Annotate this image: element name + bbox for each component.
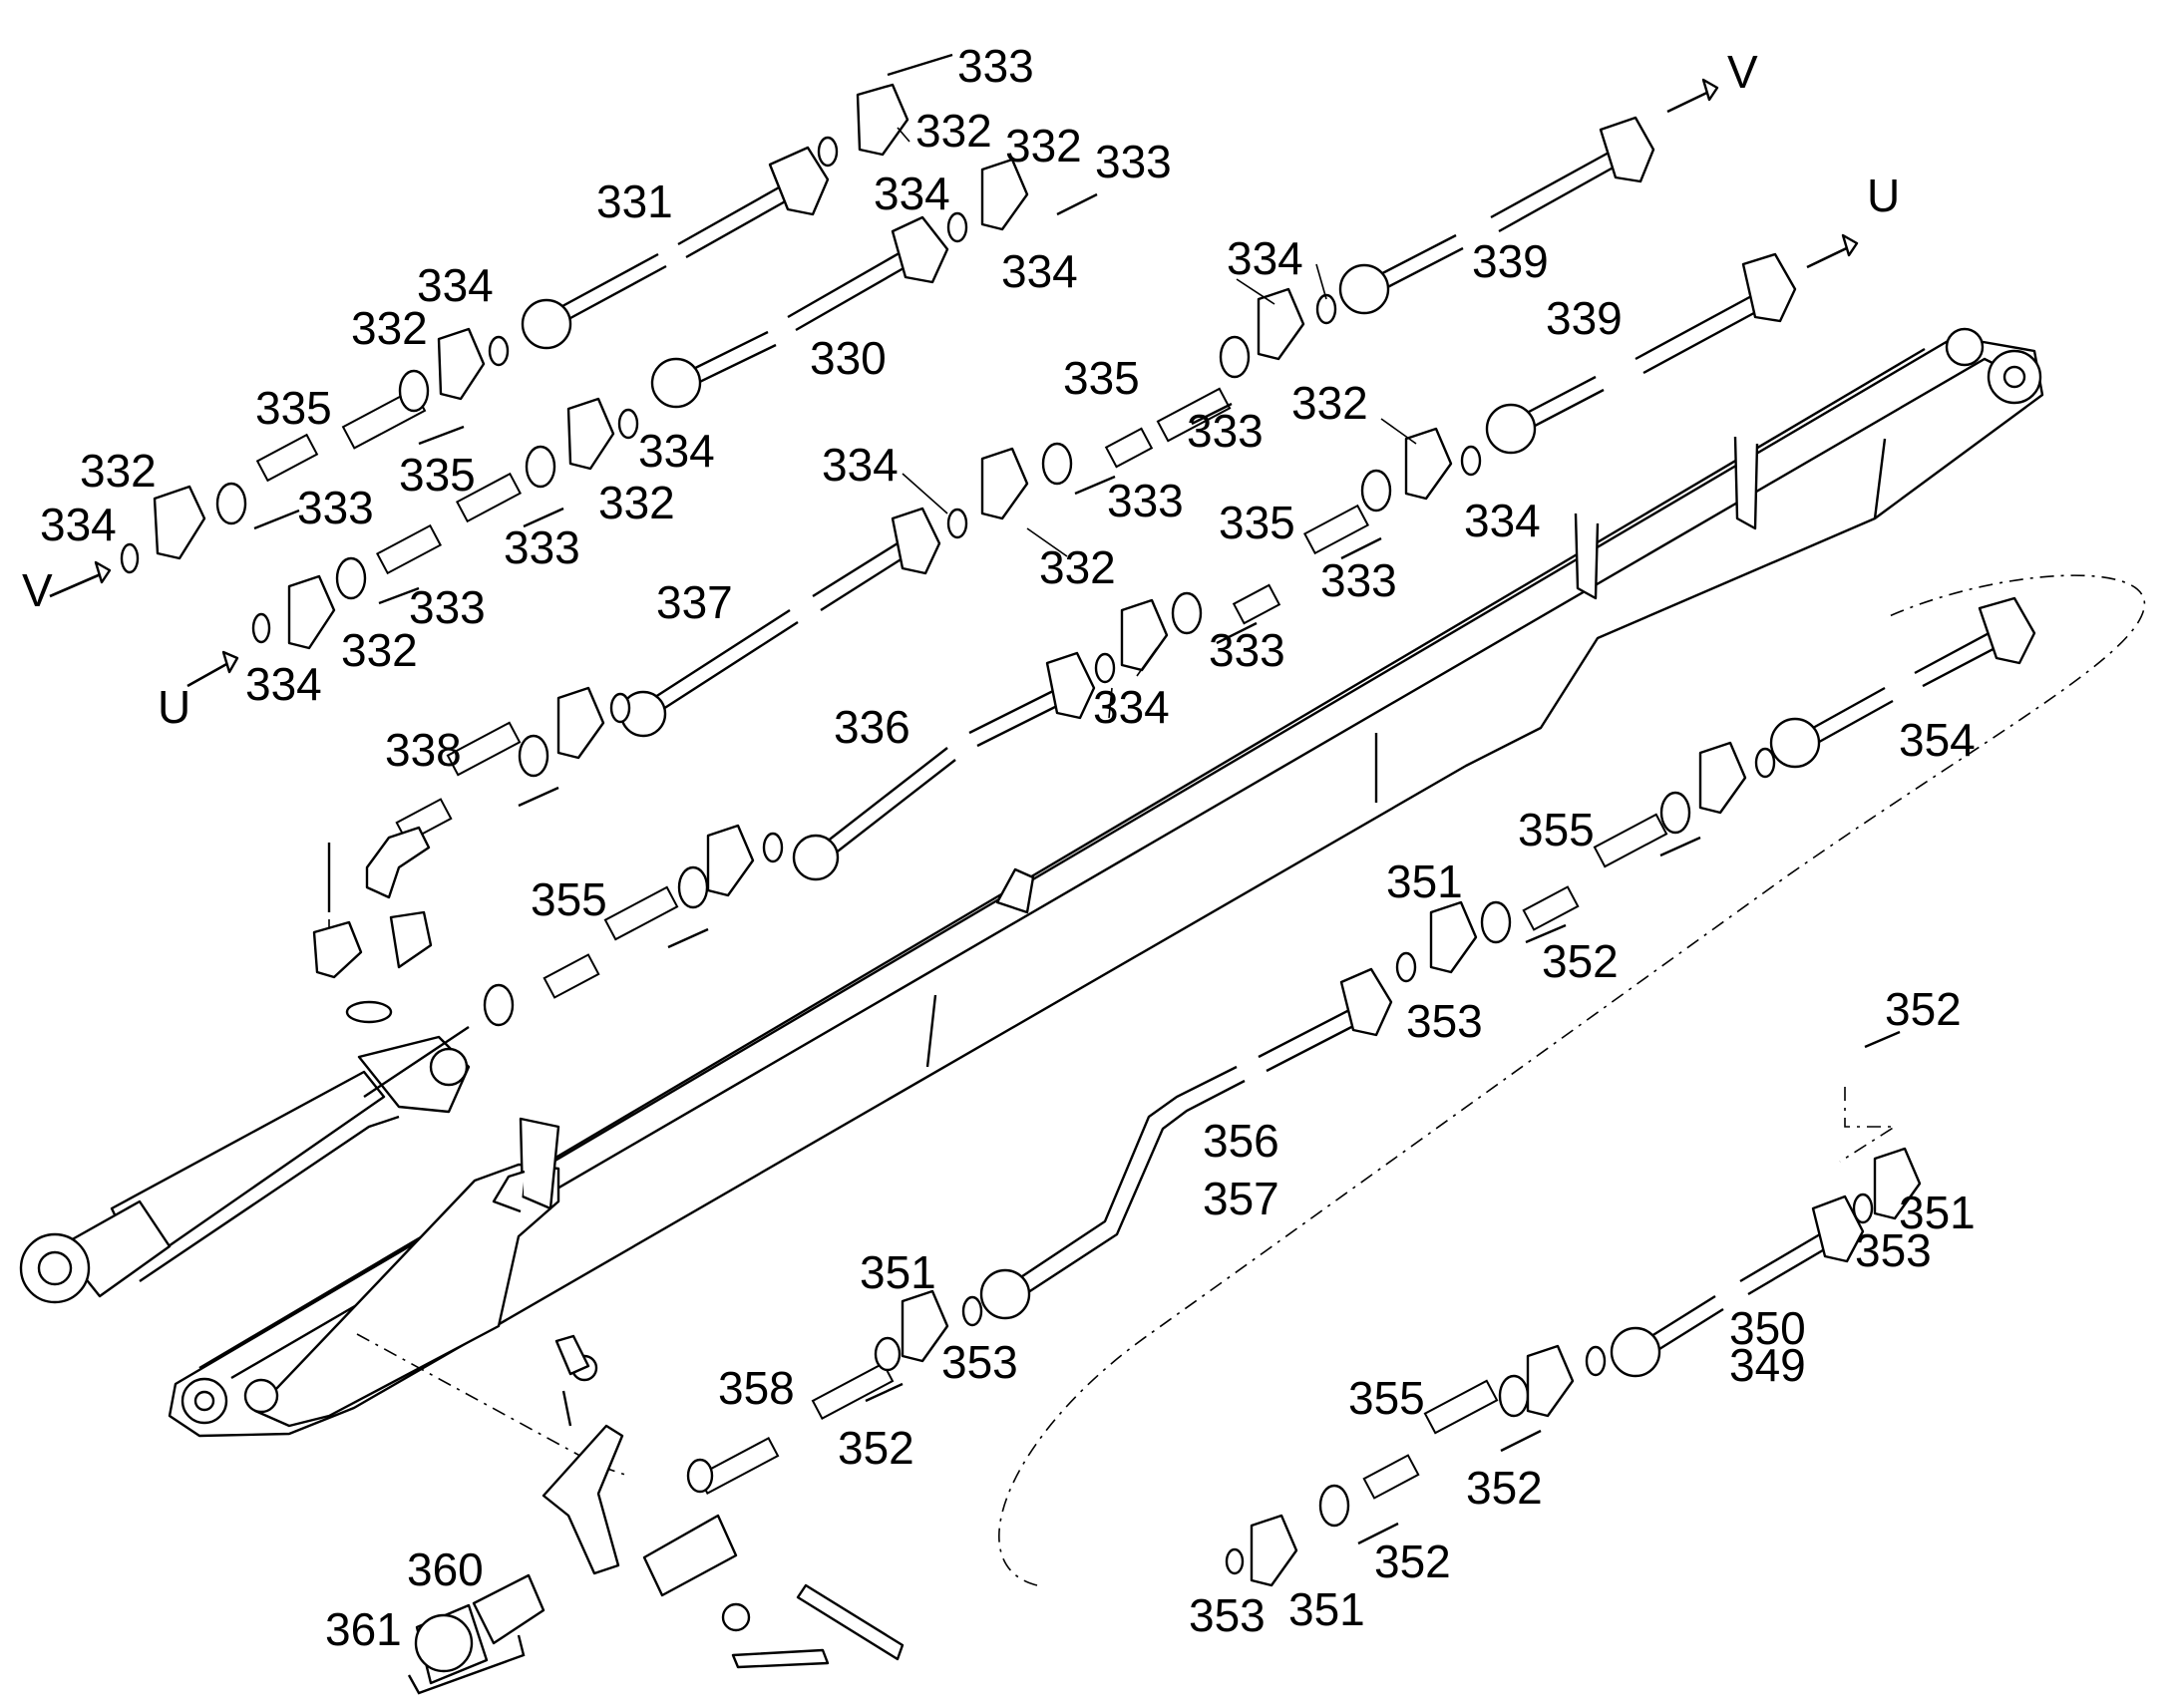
callout-label-334: 334 <box>1001 245 1078 297</box>
callout-label-332: 332 <box>351 302 428 354</box>
callout-label-333: 333 <box>1209 624 1285 676</box>
callout-label-353: 353 <box>1189 1589 1266 1641</box>
leader-lines <box>897 127 1417 719</box>
callout-label-353: 353 <box>941 1336 1018 1388</box>
callout-label-338: 338 <box>385 724 462 776</box>
callout-label-353: 353 <box>1855 1224 1932 1276</box>
callout-label-333: 333 <box>297 482 374 533</box>
hose-330 <box>650 215 949 409</box>
hose-356-357 <box>979 967 1393 1320</box>
callout-label-332: 332 <box>598 477 675 528</box>
callout-label-339: 339 <box>1472 235 1549 287</box>
callout-label-V: V <box>1727 46 1758 98</box>
callout-label-335: 335 <box>1063 352 1140 404</box>
callout-label-354: 354 <box>1899 714 1976 766</box>
callout-label-352: 352 <box>1466 1462 1543 1514</box>
callout-label-U: U <box>158 681 190 733</box>
callout-label-334: 334 <box>638 425 715 477</box>
leader-352-outline <box>1839 1087 1898 1163</box>
callout-label-352: 352 <box>1542 935 1619 987</box>
hose-337 <box>619 507 941 738</box>
callout-label-351: 351 <box>1899 1187 1976 1238</box>
callout-label-334: 334 <box>245 658 322 710</box>
callout-label-361: 361 <box>325 1603 402 1655</box>
callout-label-360: 360 <box>407 1543 484 1595</box>
callout-label-335: 335 <box>399 449 476 501</box>
callout-label-332: 332 <box>1291 377 1368 429</box>
callout-label-333: 333 <box>409 581 486 633</box>
callout-label-356: 356 <box>1203 1115 1279 1167</box>
callout-label-333: 333 <box>1320 554 1397 606</box>
callout-label-333: 333 <box>957 40 1034 92</box>
callout-label-334: 334 <box>417 259 494 311</box>
callout-label-357: 357 <box>1203 1173 1279 1224</box>
callout-label-332: 332 <box>80 445 157 497</box>
hydraulic-cylinder <box>19 1026 471 1304</box>
callout-label-351: 351 <box>1386 855 1463 907</box>
detail-group-outline <box>998 574 2145 1586</box>
callout-label-332: 332 <box>1039 541 1116 593</box>
callout-label-351: 351 <box>860 1246 936 1298</box>
bracket-assembly <box>407 1334 751 1695</box>
callout-label-353: 353 <box>1406 995 1483 1047</box>
callout-label-352: 352 <box>838 1422 914 1474</box>
boom-arm <box>168 327 2044 1438</box>
callout-label-333: 333 <box>1095 136 1172 187</box>
callout-label-355: 355 <box>531 873 607 925</box>
hose-339-upper <box>1338 116 1655 315</box>
callout-label-352: 352 <box>1885 983 1962 1035</box>
hose-331 <box>521 146 830 350</box>
callout-label-349: 349 <box>1729 1339 1806 1391</box>
callout-label-334: 334 <box>1093 681 1170 733</box>
callout-label-335: 335 <box>255 382 332 434</box>
callout-label-339: 339 <box>1546 292 1623 344</box>
callout-label-332: 332 <box>915 105 992 157</box>
callout-label-358: 358 <box>718 1362 795 1414</box>
callout-label-331: 331 <box>596 175 673 227</box>
elbow-fitting <box>365 826 431 899</box>
callout-label-334: 334 <box>40 499 117 550</box>
callout-label-336: 336 <box>834 701 910 753</box>
callout-label-334: 334 <box>874 168 950 219</box>
callout-label-333: 333 <box>504 521 580 573</box>
callout-label-352: 352 <box>1374 1536 1451 1587</box>
callout-label-334: 334 <box>1464 495 1541 546</box>
callout-label-332: 332 <box>341 624 418 676</box>
callout-label-355: 355 <box>1348 1372 1425 1424</box>
hose-339-lower <box>1485 252 1797 455</box>
callout-label-333: 333 <box>1107 475 1184 526</box>
callout-label-334: 334 <box>1227 232 1303 284</box>
callout-label-V: V <box>22 564 53 616</box>
callout-label-333: 333 <box>1187 405 1264 457</box>
callout-label-337: 337 <box>656 576 733 628</box>
callout-label-334: 334 <box>822 439 899 491</box>
callout-label-335: 335 <box>1219 497 1295 548</box>
hose-350-349 <box>1610 1195 1865 1378</box>
bolts <box>253 53 1901 1669</box>
callout-label-332: 332 <box>1005 120 1082 171</box>
split-flanges <box>153 83 1922 1587</box>
hose-354 <box>1769 596 2036 769</box>
o-rings <box>120 136 1874 1575</box>
callout-label-351: 351 <box>1288 1583 1365 1635</box>
callout-label-U: U <box>1867 170 1900 221</box>
hose-336 <box>792 651 1096 881</box>
callout-label-350: 350 <box>1729 1302 1806 1354</box>
flow-arrows <box>49 78 1859 688</box>
hose-fittings <box>255 387 1668 1500</box>
callout-label-355: 355 <box>1518 804 1595 855</box>
callout-label-330: 330 <box>810 332 887 384</box>
